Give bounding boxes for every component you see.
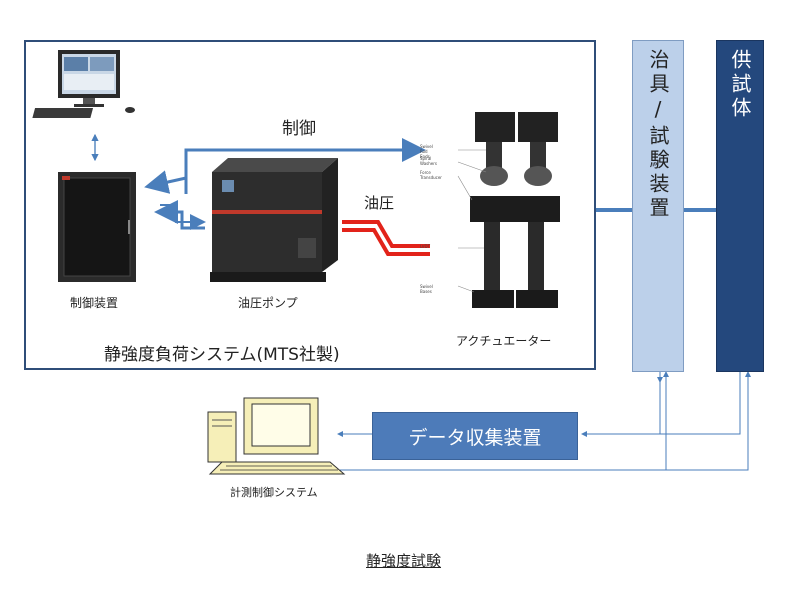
callout-swivel-rod-ends: Swivel Rod Ends xyxy=(420,144,433,159)
jig-label: 治具/試験装置 xyxy=(646,49,670,221)
specimen-label: 供試体 xyxy=(728,49,752,121)
measurement-pc-icon xyxy=(207,397,346,475)
callout-force-transducer: Force Transducer xyxy=(420,170,442,180)
monitor-icon xyxy=(32,50,135,118)
jig-test-device-box: 治具/試験装置 xyxy=(632,40,684,372)
specimen-box: 供試体 xyxy=(716,40,764,372)
callout-spiral-washers: Spiral Washers xyxy=(420,156,437,166)
system-title: 静強度負荷システム(MTS社製) xyxy=(104,345,340,365)
hydraulic-pump-icon xyxy=(210,158,338,282)
controller-cabinet-icon xyxy=(58,172,136,282)
hydraulic-label: 油圧 xyxy=(364,194,395,212)
actuator-label: アクチュエーター xyxy=(456,334,552,348)
callout-swivel-bases: Swivel Bases xyxy=(420,284,433,294)
data-acquisition-box: データ収集装置 xyxy=(372,412,578,460)
load-system-frame xyxy=(24,40,596,370)
controller-label: 制御装置 xyxy=(70,296,119,310)
control-signal-label: 制御 xyxy=(282,119,316,139)
pump-label: 油圧ポンプ xyxy=(238,296,298,310)
caption: 静強度試験 xyxy=(366,552,442,570)
measurement-system-label: 計測制御システム xyxy=(230,486,318,499)
measurement-lines xyxy=(337,371,751,471)
daq-label: データ収集装置 xyxy=(408,426,542,449)
callout-lvdt: LVDT xyxy=(420,244,431,249)
hydraulic-line xyxy=(342,220,430,256)
actuator-icon xyxy=(457,112,560,308)
